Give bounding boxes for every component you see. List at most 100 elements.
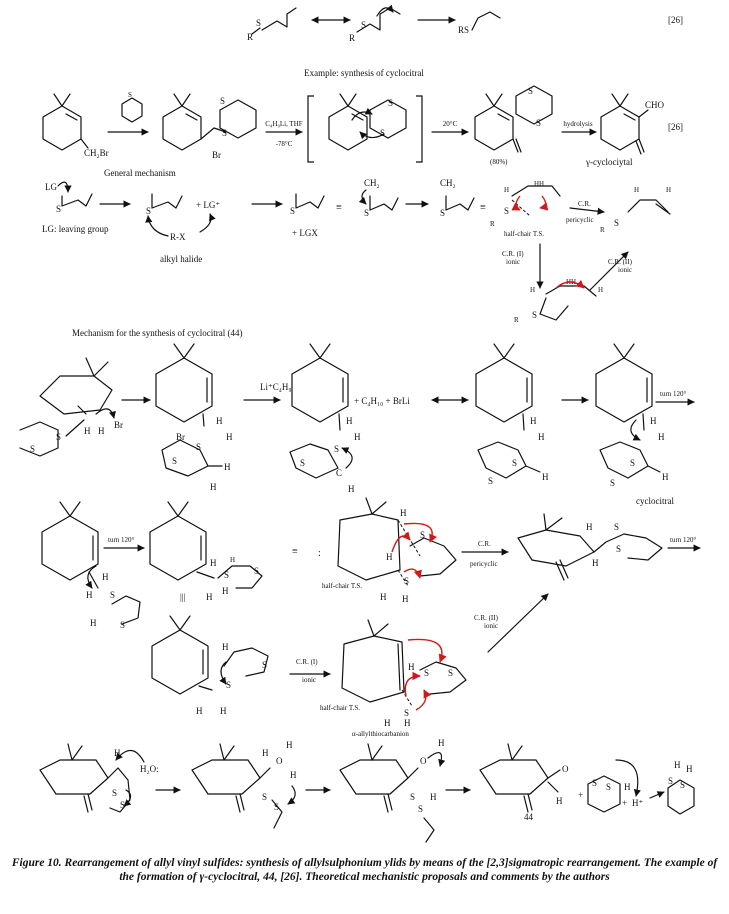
svg-text:S: S [220,96,225,106]
svg-text:H: H [354,432,361,442]
svg-text:HH: HH [534,180,544,188]
svg-text:H: H [556,796,563,806]
svg-text:H: H [542,472,549,482]
svg-text:H: H [662,472,669,482]
turn-label-3: turn 120° [670,536,697,544]
svg-text:H: H [634,186,639,194]
ref2: [26] [668,122,683,132]
cyclocitral-label: cyclocitral [636,496,674,506]
svg-text:H: H [430,792,437,802]
lg-label: LG [45,182,57,192]
svg-text:S: S [630,458,635,468]
svg-text:H: H [386,552,393,562]
ch2-label: CH₂ [364,178,380,188]
svg-text:S: S [440,208,445,218]
mech-br: Br [176,432,185,442]
svg-text:S: S [614,218,619,228]
svg-text:ionic: ionic [484,622,498,630]
svg-text:C.R.: C.R. [578,200,591,208]
svg-text:H: H [538,432,545,442]
alkyl-halide: alkyl halide [160,254,202,264]
svg-text:S: S [606,782,611,792]
svg-text:H: H [674,760,681,770]
svg-text:S: S [404,576,409,586]
svg-text:≡: ≡ [292,546,298,557]
svg-text:H: H [348,484,355,494]
svg-text:S: S [512,458,517,468]
li-reagent: Li⁺C₄H₉ [260,382,292,392]
svg-text:half-chair T.S.: half-chair T.S. [320,704,360,712]
svg-text:≡: ≡ [480,202,486,213]
svg-text:H: H [346,416,353,426]
svg-text:H: H [402,594,409,604]
svg-text:H: H [224,462,231,472]
svg-text:CH₂: CH₂ [440,178,456,188]
svg-text::: : [318,548,321,559]
svg-text:S: S [300,458,305,468]
svg-text:S: S [504,206,509,216]
figure-caption: Figure 10. Rearrangement of allyl vinyl … [8,856,721,884]
svg-text:R: R [349,33,355,43]
svg-text:H: H [90,618,97,628]
svg-text:S: S [334,444,339,454]
svg-text:ionic: ionic [618,266,632,274]
caption-text: Rearrangement of allyl vinyl sulfides: s… [61,857,718,883]
caption-tail: , [26]. Theoretical mechanistic proposal… [274,871,610,883]
svg-text:S: S [290,206,295,216]
svg-text:H: H [686,764,693,774]
svg-text:S: S [56,204,61,214]
svg-text:H: H [216,416,223,426]
svg-text:S: S [274,802,279,812]
svg-text:S: S [112,788,117,798]
svg-text:H: H [530,416,537,426]
svg-text:O: O [420,756,427,766]
product-name: γ-cyclociytal [585,157,633,167]
svg-text:S: S [488,476,493,486]
lg-legend: LG: leaving group [42,224,109,234]
svg-text:H: H [666,186,671,194]
svg-text:C.R. (II): C.R. (II) [608,258,633,266]
svg-text:H: H [206,592,213,602]
svg-text:H: H [404,718,411,728]
svg-text:S: S [146,206,151,216]
ref1: [26] [668,15,683,25]
svg-text:S: S [536,118,541,128]
turn-label-1: turn 120° [660,390,687,398]
hydrolysis-label: hydrolysis [563,120,592,128]
svg-text:H: H [650,416,657,426]
svg-text:S: S [448,668,453,678]
row1-scheme: R S R S RS [26] [247,4,683,43]
svg-text:O: O [276,756,283,766]
caption-fig: Figure 10. [11,857,62,869]
svg-text:S: S [410,792,415,802]
r1-s: S [256,18,261,28]
r1-rs: RS [458,25,469,35]
mech-title: Mechanism for the synthesis of cyclocitr… [72,328,242,338]
svg-text:S: S [226,680,231,690]
compound-44: 44 [524,812,534,822]
svg-text:H: H [400,508,407,518]
mech-row3: H S S H H C.R. (I) ionic S S H S H H hal… [151,593,549,738]
svg-text:C.R. (I): C.R. (I) [296,658,318,666]
svg-text:S: S [196,442,201,452]
svg-text:H: H [230,556,235,564]
svg-text:H: H [504,186,509,194]
svg-text:H: H [286,740,293,750]
svg-text:H: H [624,782,631,792]
svg-text:H: H [102,572,109,582]
svg-text:H: H [222,586,229,596]
svg-text:S: S [364,208,369,218]
svg-text:R: R [600,226,605,234]
svg-text:R: R [514,316,519,324]
svg-text:H: H [84,426,91,436]
svg-text:S: S [420,530,425,540]
svg-text:Br: Br [114,420,123,430]
svg-text:S: S [424,668,429,678]
svg-text:O: O [562,764,569,774]
svg-text:H: H [598,286,603,294]
svg-text:H: H [438,738,445,748]
svg-text:S: S [224,570,229,580]
svg-text:S: S [128,91,132,99]
svg-text:|||: ||| [180,592,186,602]
